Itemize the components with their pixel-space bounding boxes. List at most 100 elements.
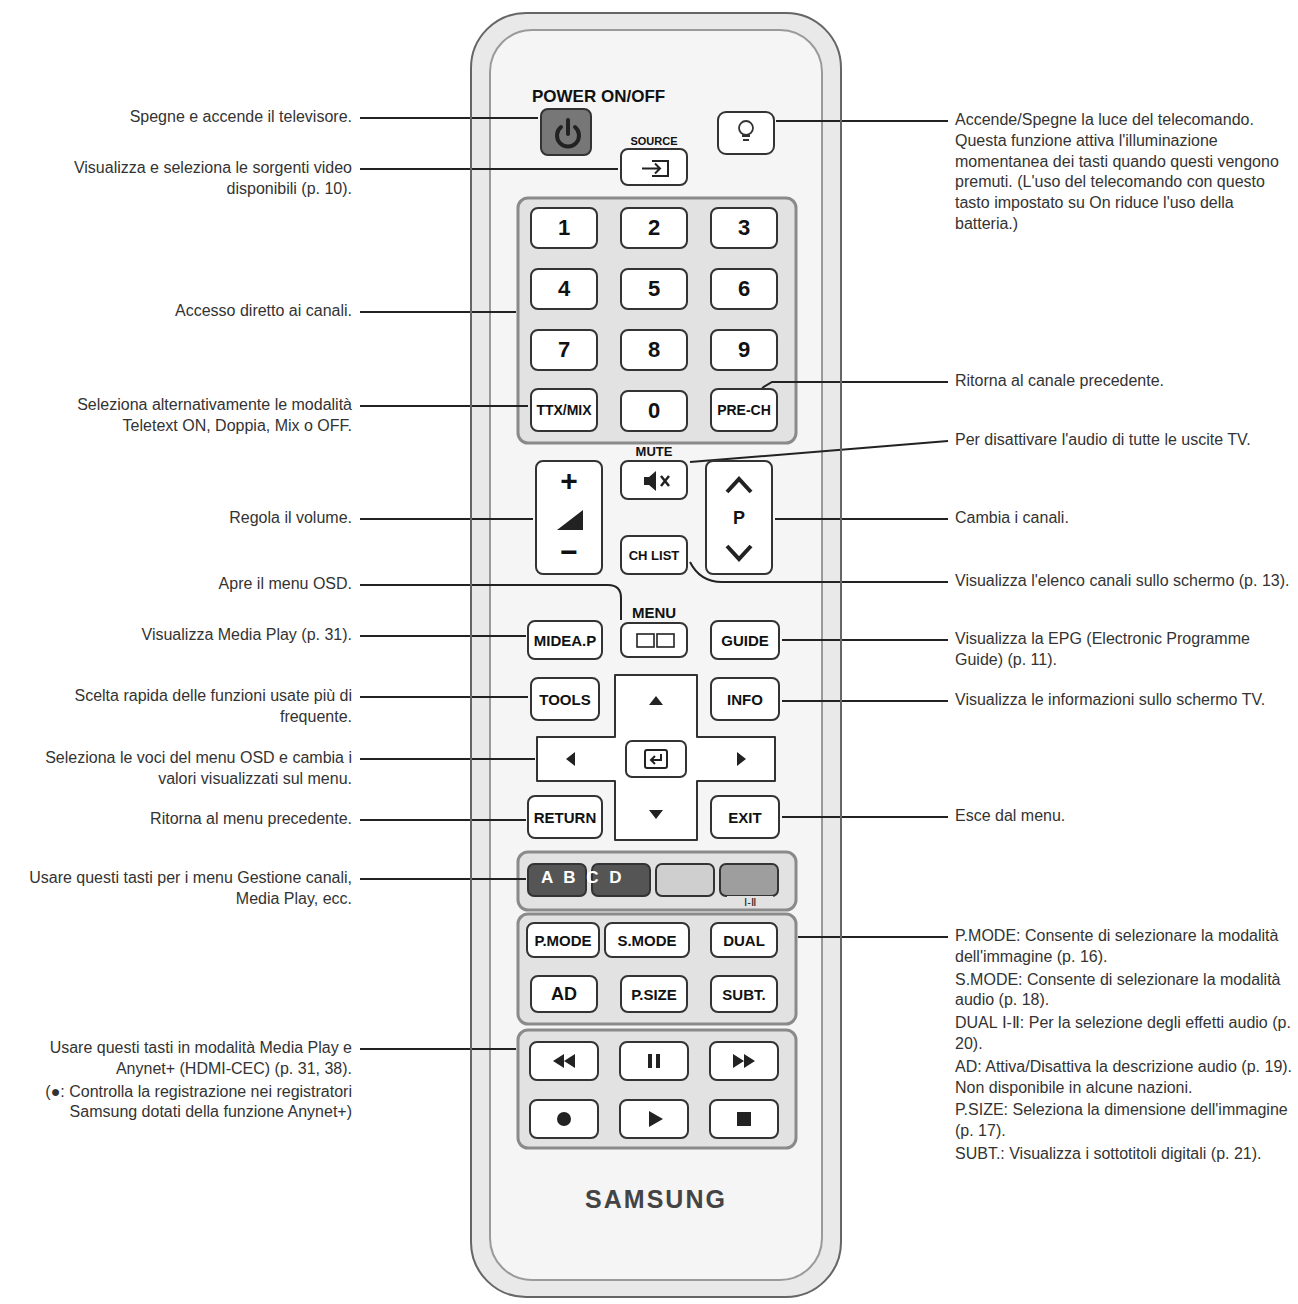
- remote-button: +−: [535, 460, 603, 575]
- remote-button: P: [705, 460, 773, 575]
- remote-button: 6: [710, 268, 778, 310]
- leader-line: [782, 639, 948, 641]
- remote-button: POWER ON/OFF: [540, 108, 592, 156]
- mute-icon: [622, 462, 686, 498]
- button-label: −: [537, 537, 601, 567]
- callout-text: Seleziona le voci del menu OSD e cambia …: [20, 748, 352, 790]
- remote-button: EXIT: [710, 795, 780, 839]
- remote-button: AD: [530, 975, 598, 1013]
- button-label: S.MODE: [617, 932, 676, 949]
- callout-text: Seleziona alternativamente le modalità T…: [20, 395, 352, 437]
- navigation-pad: [651, 754, 661, 764]
- button-label: 8: [648, 337, 660, 363]
- button-label: TOOLS: [539, 691, 590, 708]
- media-symbol: [553, 1054, 575, 1068]
- media-button: [530, 1100, 598, 1138]
- button-marking: Ⅰ-Ⅱ: [727, 896, 773, 908]
- media-button: [530, 1042, 778, 1138]
- button-label: 7: [558, 337, 570, 363]
- button-label: MIDEA.P: [534, 632, 597, 649]
- callout-text: Accende/Spegne la luce del telecomando. …: [955, 110, 1290, 235]
- button-label: EXIT: [728, 809, 761, 826]
- navigation-pad: [645, 750, 667, 768]
- remote-button: 5: [620, 268, 688, 310]
- remote-button: 1: [530, 207, 598, 249]
- remote-housing: [470, 12, 842, 1298]
- light-button: [718, 112, 774, 154]
- button-label: 6: [738, 276, 750, 302]
- button-frame: [518, 198, 796, 443]
- callout-text: P.SIZE: Seleziona la dimensione dell'imm…: [955, 1100, 1293, 1142]
- media-button: [620, 1042, 688, 1080]
- media-symbol: [649, 1111, 663, 1127]
- button-frame: [518, 914, 796, 1024]
- callout-text: S.MODE: Consente di selezionare la modal…: [955, 970, 1293, 1012]
- button-label: INFO: [727, 691, 763, 708]
- leader-line: [360, 758, 535, 760]
- callout-text: Visualizza e seleziona le sorgenti video…: [20, 158, 352, 200]
- leader-line: [360, 635, 526, 637]
- button-frame: [518, 198, 796, 1148]
- button-label: TTX/MIX: [536, 402, 591, 418]
- leader-line: [360, 819, 526, 821]
- leader-line: [360, 405, 528, 407]
- remote-body: POWER ON/OFFSOURCE123456789TTX/MIX0PRE-C…: [470, 12, 842, 1298]
- source-icon: [622, 150, 686, 184]
- leader-line: [690, 441, 948, 462]
- callout-text: Apre il menu OSD.: [20, 574, 352, 595]
- button-label: CH LIST: [629, 548, 680, 563]
- media-symbol: [553, 1054, 755, 1127]
- button-label: 5: [648, 276, 660, 302]
- remote-button: S.MODE: [604, 922, 690, 958]
- button-label: 9: [738, 337, 750, 363]
- color-button: [528, 864, 778, 896]
- leader-line: [360, 117, 538, 119]
- callout-text: Accesso diretto ai canali.: [20, 301, 352, 322]
- remote-button: P.SIZE: [620, 975, 688, 1013]
- remote-button: 8: [620, 329, 688, 371]
- button-label: 2: [648, 215, 660, 241]
- media-button: [620, 1100, 688, 1138]
- leader-line: [782, 816, 948, 818]
- remote-button: MENU: [620, 622, 688, 658]
- remote-button: SUBT.: [710, 975, 778, 1013]
- remote-button: GUIDE: [710, 620, 780, 660]
- callout-text: P.MODE: Consente di selezionare la modal…: [955, 926, 1293, 968]
- callout-text: Cambia i canali.: [955, 508, 1290, 529]
- remote-button: RETURN: [527, 795, 603, 839]
- button-frame: [518, 1030, 796, 1148]
- leader-line: [782, 700, 948, 702]
- callout-text: DUAL Ⅰ-Ⅱ: Per la selezione degli effetti…: [955, 1013, 1293, 1055]
- callout-text: Ritorna al menu precedente.: [20, 809, 352, 830]
- remote-button: INFO: [710, 677, 780, 721]
- power-icon: [542, 110, 590, 154]
- callout-text: Visualizza Media Play (p. 31).: [20, 625, 352, 646]
- remote-button: TOOLS: [530, 677, 600, 721]
- color-button: [656, 864, 714, 896]
- button-label: +: [537, 466, 601, 496]
- button-label: P: [733, 509, 745, 527]
- callout-text: AD: Attiva/Disattiva la descrizione audi…: [955, 1057, 1293, 1099]
- leader-line: [360, 1048, 516, 1050]
- media-symbol: [737, 1112, 751, 1126]
- button-label: RETURN: [534, 809, 597, 826]
- media-button: [710, 1042, 778, 1080]
- leader-line: [776, 120, 948, 122]
- leader-line: [360, 168, 618, 170]
- color-key-letters: A B C D: [541, 867, 645, 889]
- leader-line: [360, 311, 516, 313]
- button-label: SOURCE: [630, 135, 677, 147]
- callout-text: Scelta rapida delle funzioni usate più d…: [20, 686, 352, 728]
- callout-text: Per disattivare l'audio di tutte le usci…: [955, 430, 1290, 451]
- brand-name: SAMSUNG: [472, 1185, 840, 1214]
- button-frame: [518, 852, 796, 910]
- button-label: 4: [558, 276, 570, 302]
- callout-text: SUBT.: Visualizza i sottotitoli digitali…: [955, 1144, 1293, 1165]
- remote-button: 3: [710, 207, 778, 249]
- callout-text: Visualizza l'elenco canali sullo schermo…: [955, 571, 1290, 592]
- remote-button: 9: [710, 329, 778, 371]
- button-label: MUTE: [636, 444, 673, 459]
- callout-text: Esce dal menu.: [955, 806, 1290, 827]
- color-button: [720, 864, 778, 896]
